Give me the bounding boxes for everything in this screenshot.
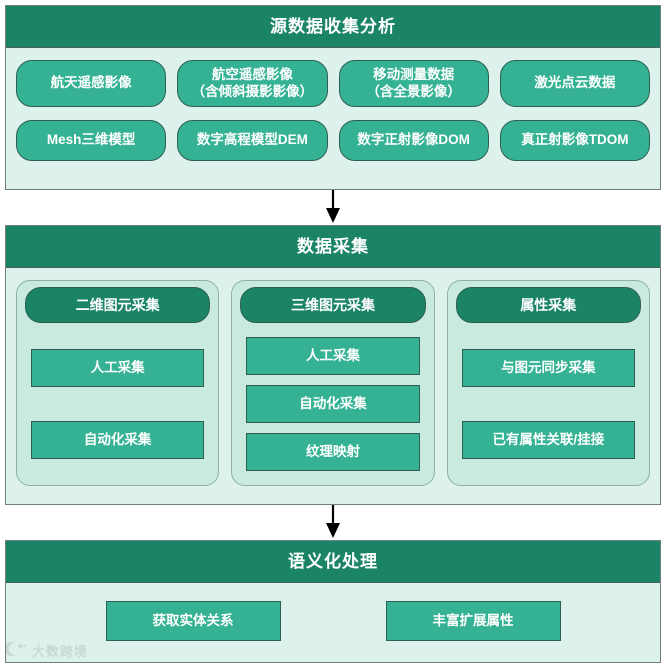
semantic-box[interactable]: 获取实体关系 (105, 601, 281, 641)
pill-label-line1: 数字正射影像DOM (357, 132, 470, 148)
item-box[interactable]: 自动化采集 (31, 421, 205, 459)
source-pill-row-2: Mesh三维模型 数字高程模型DEM 数字正射影像DOM 真正射影像TDOM (16, 120, 650, 161)
source-pill[interactable]: 激光点云数据 (499, 60, 650, 107)
column-header: 三维图元采集 (240, 287, 426, 323)
section-collect-body: 二维图元采集 人工采集 自动化采集 三维图元采集 人工采集 自动化采集 纹理映射 (6, 268, 660, 498)
pill-label-line1: Mesh三维模型 (46, 132, 136, 148)
section-data-acquisition: 数据采集 二维图元采集 人工采集 自动化采集 三维图元采集 人工采集 自动化采集… (5, 225, 661, 505)
section-semantic-processing: 语义化处理 获取实体关系 丰富扩展属性 (5, 540, 661, 663)
source-pill[interactable]: 航天遥感影像 (16, 60, 167, 107)
column-items: 人工采集 自动化采集 (31, 337, 205, 471)
item-box[interactable]: 与图元同步采集 (461, 349, 635, 387)
pill-label-line1: 数字高程模型DEM (196, 132, 308, 148)
pill-label-line2: （含倾斜摄影影像） (191, 83, 314, 99)
pill-label-line2: （含全景影像） (366, 83, 461, 99)
column-2d-primitive-collection: 二维图元采集 人工采集 自动化采集 (16, 280, 220, 486)
pill-label-line1: 航空遥感影像 (211, 66, 293, 82)
source-pill[interactable]: 移动测量数据 （含全景影像） (338, 60, 489, 107)
section-source-header: 源数据收集分析 (6, 6, 660, 48)
item-box[interactable]: 纹理映射 (246, 433, 420, 471)
semantic-box-row: 获取实体关系 丰富扩展属性 (16, 595, 650, 641)
pill-label-line1: 航天遥感影像 (50, 75, 132, 91)
section-collect-header: 数据采集 (6, 226, 660, 268)
semantic-box[interactable]: 丰富扩展属性 (385, 601, 561, 641)
section-semantic-body: 获取实体关系 丰富扩展属性 (6, 583, 660, 653)
source-pill[interactable]: Mesh三维模型 (16, 120, 167, 161)
item-box[interactable]: 已有属性关联/挂接 (461, 421, 635, 459)
collect-column-row: 二维图元采集 人工采集 自动化采集 三维图元采集 人工采集 自动化采集 纹理映射 (16, 280, 650, 486)
item-box[interactable]: 自动化采集 (246, 385, 420, 423)
pill-label-line1: 激光点云数据 (534, 75, 616, 91)
column-header: 属性采集 (455, 287, 641, 323)
arrow-source-to-collect-icon (324, 190, 342, 225)
column-header: 二维图元采集 (25, 287, 211, 323)
source-pill[interactable]: 真正射影像TDOM (499, 120, 650, 161)
column-items: 人工采集 自动化采集 纹理映射 (246, 337, 420, 471)
pill-label-line1: 移动测量数据 (373, 66, 455, 82)
item-box[interactable]: 人工采集 (246, 337, 420, 375)
source-pill-row-1: 航天遥感影像 航空遥感影像 （含倾斜摄影影像） 移动测量数据 （含全景影像） (16, 60, 650, 107)
item-box[interactable]: 人工采集 (31, 349, 205, 387)
section-source-body: 航天遥感影像 航空遥感影像 （含倾斜摄影影像） 移动测量数据 （含全景影像） (6, 48, 660, 173)
column-attribute-collection: 属性采集 与图元同步采集 已有属性关联/挂接 (446, 280, 650, 486)
section-semantic-header: 语义化处理 (6, 541, 660, 583)
pill-label-line1: 真正射影像TDOM (521, 132, 629, 148)
source-pill[interactable]: 数字正射影像DOM (338, 120, 489, 161)
source-pill[interactable]: 航空遥感影像 （含倾斜摄影影像） (177, 60, 328, 107)
source-pill[interactable]: 数字高程模型DEM (177, 120, 328, 161)
column-3d-primitive-collection: 三维图元采集 人工采集 自动化采集 纹理映射 (231, 280, 435, 486)
arrow-collect-to-semantic-icon (324, 505, 342, 540)
column-items: 与图元同步采集 已有属性关联/挂接 (461, 337, 635, 471)
section-source-data-collection: 源数据收集分析 航天遥感影像 航空遥感影像 （含倾斜摄影影像） 移动测量数据 (5, 5, 661, 190)
